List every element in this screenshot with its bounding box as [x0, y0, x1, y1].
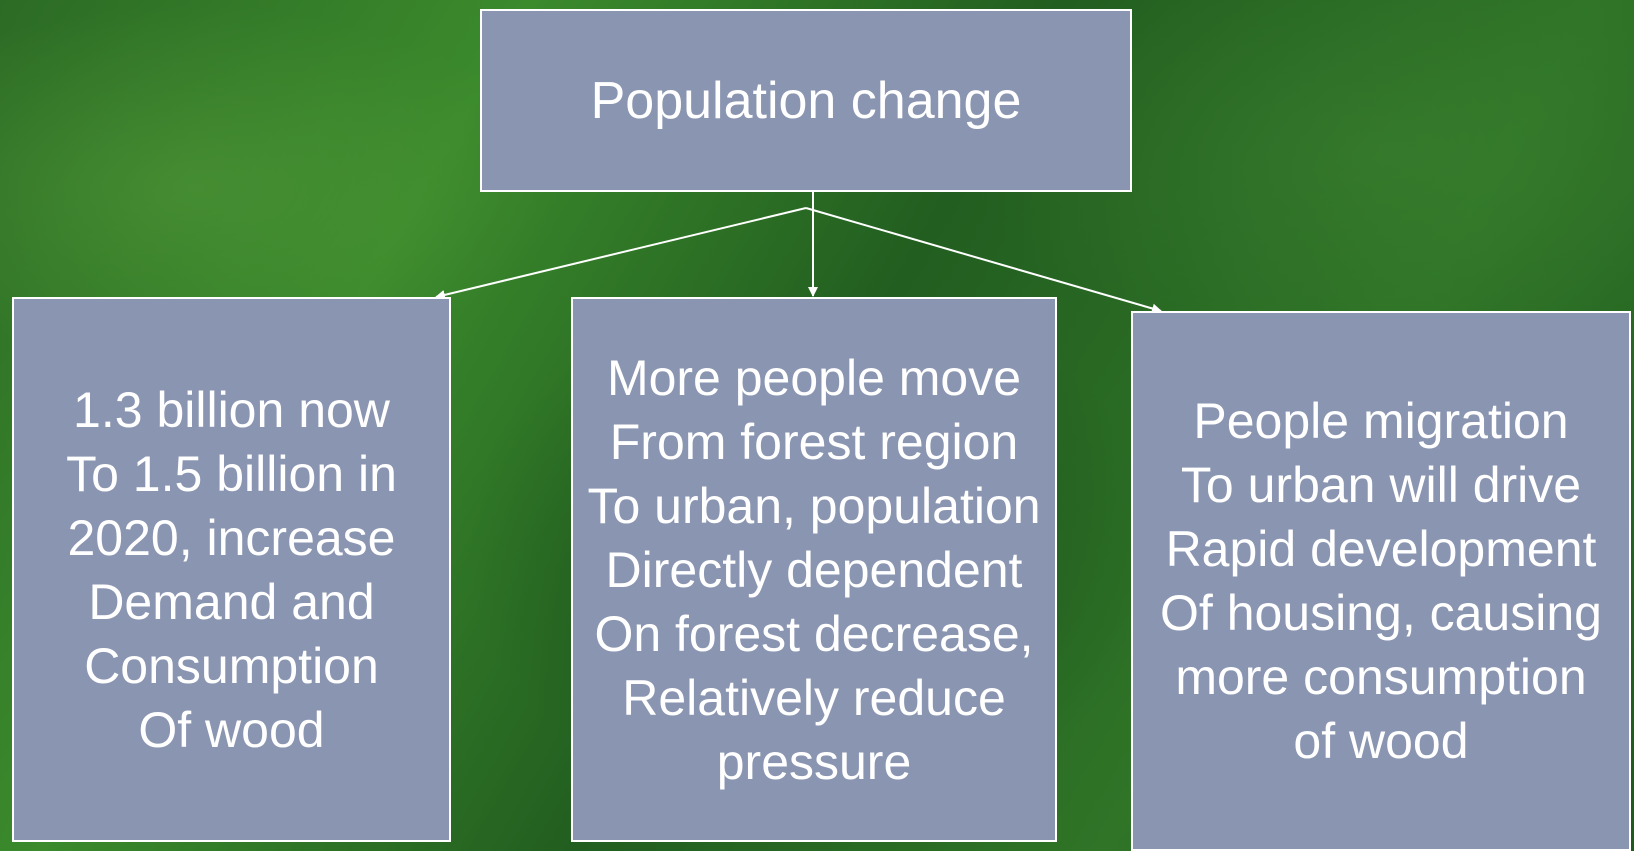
child-node-label-right: People migration To urban will drive Rap…	[1160, 393, 1602, 769]
child-node-label-left: 1.3 billion now To 1.5 billion in 2020, …	[66, 381, 397, 758]
child-node-label-middle: More people move From forest region To u…	[587, 349, 1041, 790]
arrow-to-left-box	[435, 207, 807, 300]
arrow-to-right-box	[805, 207, 1162, 314]
root-node-population-change: Population change	[480, 9, 1132, 192]
child-node-urban-housing: People migration To urban will drive Rap…	[1131, 311, 1631, 851]
child-node-population-growth: 1.3 billion now To 1.5 billion in 2020, …	[12, 297, 451, 842]
root-node-label: Population change	[590, 71, 1022, 130]
child-node-forest-migration: More people move From forest region To u…	[571, 297, 1057, 842]
